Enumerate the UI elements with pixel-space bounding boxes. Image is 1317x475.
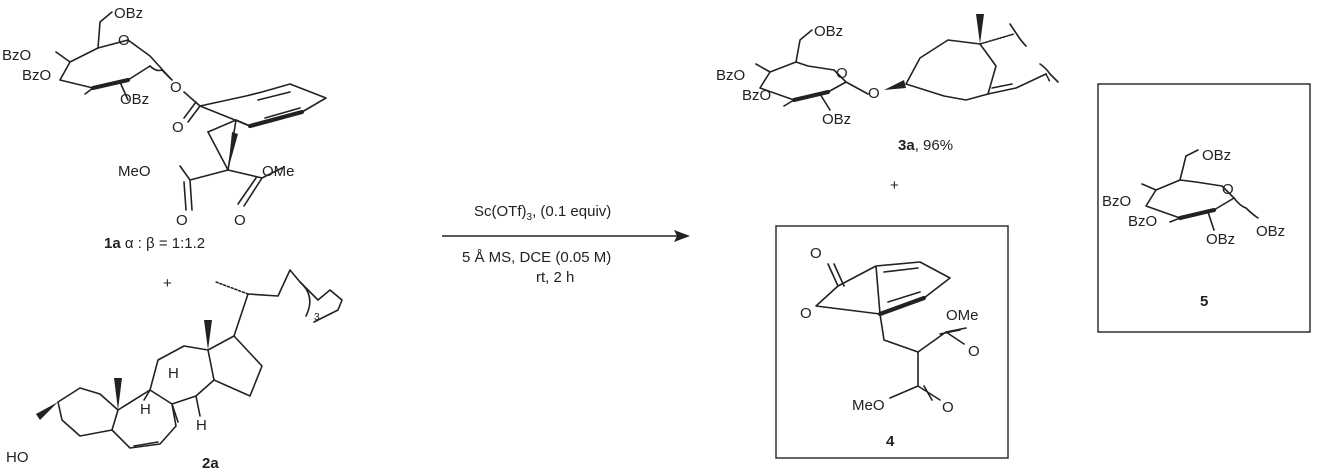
compound-3a-id: 3a [898, 137, 915, 154]
hydroxyl-label: HO [6, 449, 29, 466]
compound-2a: HO H H H 3 2a [6, 269, 343, 472]
repeat-count: 3 [314, 312, 320, 323]
bzo-label: BzO [1128, 213, 1157, 230]
obz-label: OBz [120, 91, 149, 108]
carbonyl-oxygen-label: O [234, 212, 246, 229]
compound-2a-id: 2a [202, 455, 219, 472]
obz-label: OBz [822, 111, 851, 128]
ring-oxygen-label: O [1222, 181, 1234, 198]
compound-4-box [775, 225, 1009, 459]
glycosidic-oxygen-label: O [868, 85, 880, 102]
ester-oxygen-label: O [170, 79, 182, 96]
compound-3a: OBz O BzO BzO OBz O 3a, 96% [716, 14, 1059, 154]
meo-label: MeO [852, 397, 885, 414]
hydrogen-label: H [196, 417, 207, 434]
lactone-oxygen-label: O [800, 305, 812, 322]
carbonyl-oxygen-label: O [810, 245, 822, 262]
ring-oxygen-label: O [836, 65, 848, 82]
bzo-label: BzO [742, 87, 771, 104]
compound-3a-yield: , 96% [915, 137, 953, 154]
obz-label: OBz [1206, 231, 1235, 248]
hydrogen-label: H [168, 365, 179, 382]
anomer-ratio: α : β = 1:1.2 [121, 235, 205, 252]
compound-5-box [1097, 83, 1311, 333]
anomeric-obz-label: OBz [1256, 223, 1285, 240]
compound-5: OBz O BzO BzO OBz OBz 5 [1097, 83, 1311, 333]
compound-1a-id: 1a [104, 235, 121, 252]
obz-label: OBz [814, 23, 843, 40]
compound-1a: OBz O BzO BzO OBz O O MeO OMe O O 1a α :… [2, 5, 327, 252]
carbonyl-oxygen-label: O [172, 119, 184, 136]
obz-label: OBz [1202, 147, 1231, 164]
bzo-label: BzO [22, 67, 51, 84]
carbonyl-oxygen-label: O [942, 399, 954, 416]
reaction-arrow: Sc(OTf)3, (0.1 equiv) 5 Å MS, DCE (0.05 … [442, 203, 690, 286]
ome-label: OMe [262, 163, 295, 180]
compound-3a-caption: 3a, 96% [898, 137, 953, 154]
ring-oxygen-label: O [118, 32, 130, 49]
bzo-label: BzO [716, 67, 745, 84]
compound-5-id: 5 [1200, 293, 1208, 310]
compound-1a-caption: 1a α : β = 1:1.2 [104, 235, 205, 252]
compound-4: O O OMe O MeO O 4 [775, 225, 1009, 459]
hydrogen-label: H [140, 401, 151, 418]
obz-label: OBz [114, 5, 143, 22]
catalyst-text: Sc(OTf)3, (0.1 equiv) [474, 203, 611, 223]
bzo-label: BzO [1102, 193, 1131, 210]
additive-text: 5 Å MS, DCE (0.05 M) [462, 249, 611, 266]
plus-sign: + [890, 177, 899, 194]
carbonyl-oxygen-label: O [176, 212, 188, 229]
plus-sign: + [163, 275, 172, 292]
compound-4-id: 4 [886, 433, 895, 450]
time-text: rt, 2 h [536, 269, 574, 286]
bzo-label: BzO [2, 47, 31, 64]
carbonyl-oxygen-label: O [968, 343, 980, 360]
ome-label: OMe [946, 307, 979, 324]
meo-label: MeO [118, 163, 151, 180]
